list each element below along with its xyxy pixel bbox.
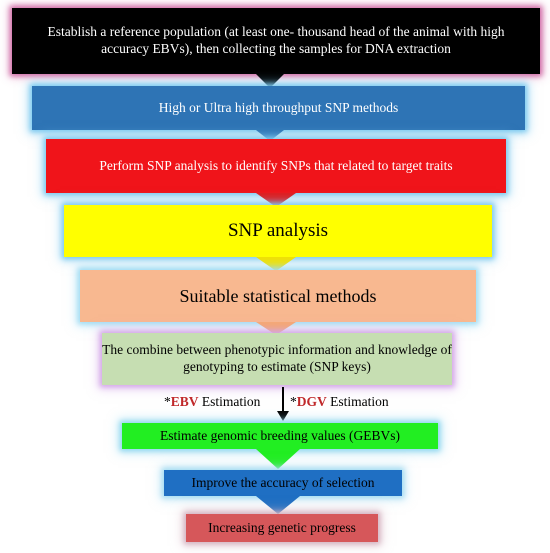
estimation-word: Estimation xyxy=(198,394,261,409)
step-text: SNP analysis xyxy=(227,220,329,242)
step-text: Estimate genomic breeding values (GEBVs) xyxy=(160,427,400,443)
down-arrow xyxy=(256,193,296,207)
step-text: The combine between phenotypic informati… xyxy=(102,342,452,374)
dgv-estimation-label: *DGV Estimation xyxy=(290,394,389,410)
step-estimate-gebvs: Estimate genomic breeding values (GEBVs) xyxy=(122,423,438,449)
dgv-key: DGV xyxy=(296,394,327,409)
estimation-arrow-line xyxy=(282,387,284,413)
step-text: Suitable statistical methods xyxy=(179,285,377,306)
step-snp-analysis: SNP analysis xyxy=(64,205,492,257)
down-arrow xyxy=(256,74,284,88)
step-genetic-progress: Increasing genetic progress xyxy=(186,514,378,542)
step-combine-phenotype-genotype: The combine between phenotypic informati… xyxy=(102,333,452,385)
ebv-estimation-label: *EBV Estimation xyxy=(164,394,260,410)
step-text: Improve the accuracy of selection xyxy=(191,474,375,490)
down-arrow xyxy=(256,130,284,141)
step-text: Establish a reference population (at lea… xyxy=(47,24,505,56)
down-arrow xyxy=(256,257,296,271)
step-snp-methods: High or Ultra high throughput SNP method… xyxy=(32,86,525,130)
step-text: Increasing genetic progress xyxy=(208,519,356,535)
down-arrow xyxy=(256,322,296,335)
step-text: Perform SNP analysis to identify SNPs th… xyxy=(99,157,453,173)
estimation-arrow-head xyxy=(277,411,289,421)
ebv-key: EBV xyxy=(170,394,199,409)
step-reference-population: Establish a reference population (at lea… xyxy=(12,8,540,74)
asterisk: * xyxy=(290,394,297,409)
step-text: High or Ultra high throughput SNP method… xyxy=(158,99,399,115)
step-perform-snp-analysis: Perform SNP analysis to identify SNPs th… xyxy=(46,139,506,193)
step-statistical-methods: Suitable statistical methods xyxy=(80,270,476,322)
estimation-word: Estimation xyxy=(326,394,389,409)
down-arrow xyxy=(256,449,300,469)
down-arrow xyxy=(256,496,300,514)
asterisk: * xyxy=(164,394,171,409)
step-improve-accuracy: Improve the accuracy of selection xyxy=(164,470,402,496)
